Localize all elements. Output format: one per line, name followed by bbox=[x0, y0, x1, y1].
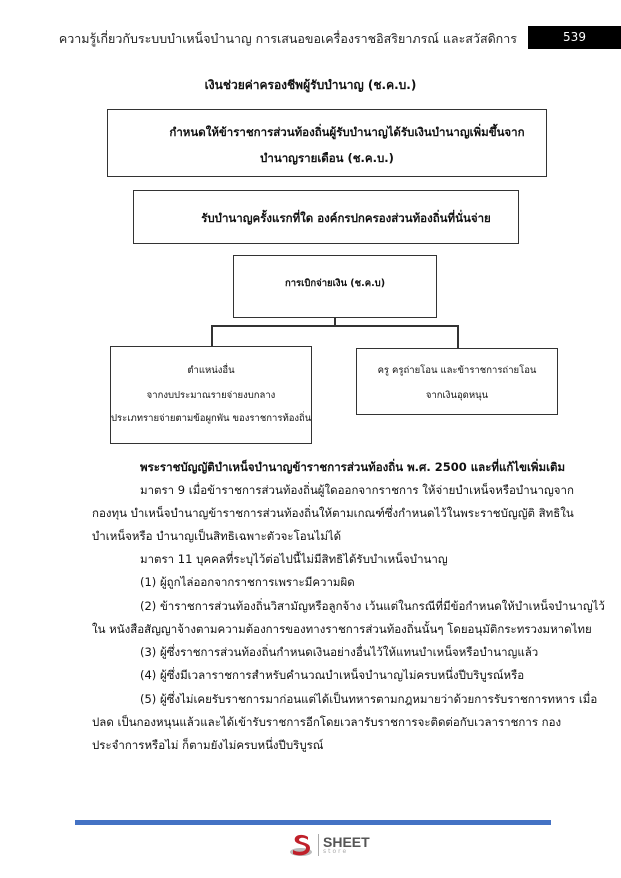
connector-line bbox=[211, 325, 459, 327]
body-line: (4) ผู้ซึ่งมีเวลาราชการสำหรับคำนวณบำเหน็… bbox=[140, 668, 525, 682]
diagram-box-payer: รับบำนาญครั้งแรกที่ใด องค์กรปกครองส่วนท้… bbox=[133, 190, 519, 244]
box-text: จากงบประมาณรายจ่ายงบกลาง bbox=[146, 390, 276, 401]
diagram-box-teachers: ครู ครูถ่ายโอน และข้าราชการถ่ายโอน จากเง… bbox=[356, 348, 558, 415]
body-line: บำเหน็จหรือ บำนาญเป็นสิทธิเฉพาะตัวจะโอนไ… bbox=[92, 529, 342, 543]
logo-text: SHEET bbox=[323, 834, 370, 850]
connector-line bbox=[334, 318, 336, 326]
footer-rule bbox=[75, 820, 551, 825]
connector-line bbox=[211, 325, 213, 346]
body-line: มาตรา 11 บุคคลที่ระบุไว้ต่อไปนี้ไม่มีสิท… bbox=[140, 552, 448, 566]
diagram-box-disbursement: การเบิกจ่ายเงิน (ช.ค.บ) bbox=[233, 255, 437, 318]
body-line: (2) ข้าราชการส่วนท้องถิ่นวิสามัญหรือลูกจ… bbox=[140, 599, 605, 613]
box-text: การเบิกจ่ายเงิน (ช.ค.บ) bbox=[284, 278, 386, 289]
diagram-box-definition: กำหนดให้ข้าราชการส่วนท้องถิ่นผู้รับบำนาญ… bbox=[107, 109, 547, 177]
sheet-store-logo: SHEET store bbox=[288, 832, 370, 858]
page-title: เงินช่วยค่าครองชีพผู้รับบำนาญ (ช.ค.บ.) bbox=[204, 78, 417, 92]
box-text: ประเภทรายจ่ายตามข้อผูกพัน ของราชการท้องถ… bbox=[111, 413, 312, 424]
logo-s-icon bbox=[290, 834, 312, 856]
box-text: ตำแหน่งอื่น bbox=[187, 365, 235, 376]
connector-line bbox=[457, 325, 459, 348]
body-line: มาตรา 9 เมื่อข้าราชการส่วนท้องถิ่นผู้ใดอ… bbox=[140, 483, 574, 497]
section-heading: พระราชบัญญัติบำเหน็จบำนาญข้าราชการส่วนท้… bbox=[140, 460, 566, 474]
logo-subtext: store bbox=[323, 848, 349, 855]
body-line: (3) ผู้ซึ่งราชการส่วนท้องถิ่นกำหนดเงินอย… bbox=[140, 645, 539, 659]
body-line: ปลด เป็นกองหนุนแล้วและได้เข้ารับราชการอี… bbox=[92, 715, 562, 729]
diagram-box-other-positions: ตำแหน่งอื่น จากงบประมาณรายจ่ายงบกลาง ประ… bbox=[110, 346, 312, 444]
body-line: ประจำการหรือไม่ ก็ตามยังไม่ครบหนึ่งปีบริ… bbox=[92, 738, 324, 752]
box-text: รับบำนาญครั้งแรกที่ใด องค์กรปกครองส่วนท้… bbox=[201, 211, 491, 225]
body-line: (1) ผู้ถูกไล่ออกจากราชการเพราะมีความผิด bbox=[140, 575, 355, 589]
body-line: (5) ผู้ซึ่งไม่เคยรับราชการมาก่อนแต่ได้เป… bbox=[140, 692, 598, 706]
page-number: 539 bbox=[528, 26, 621, 49]
box-text: กำหนดให้ข้าราชการส่วนท้องถิ่นผู้รับบำนาญ… bbox=[169, 125, 525, 139]
body-line: ใน หนังสือสัญญาจ้างตามความต้องการของทางร… bbox=[92, 622, 592, 636]
box-text: บำนาญรายเดือน (ช.ค.บ.) bbox=[260, 151, 394, 165]
running-header: ความรู้เกี่ยวกับระบบบำเหน็จบำนาญ การเสนอ… bbox=[58, 31, 517, 46]
box-text: ครู ครูถ่ายโอน และข้าราชการถ่ายโอน bbox=[377, 365, 537, 376]
box-text: จากเงินอุดหนุน bbox=[425, 390, 489, 401]
body-line: กองทุน บำเหน็จบำนาญข้าราชการส่วนท้องถิ่น… bbox=[92, 506, 574, 520]
